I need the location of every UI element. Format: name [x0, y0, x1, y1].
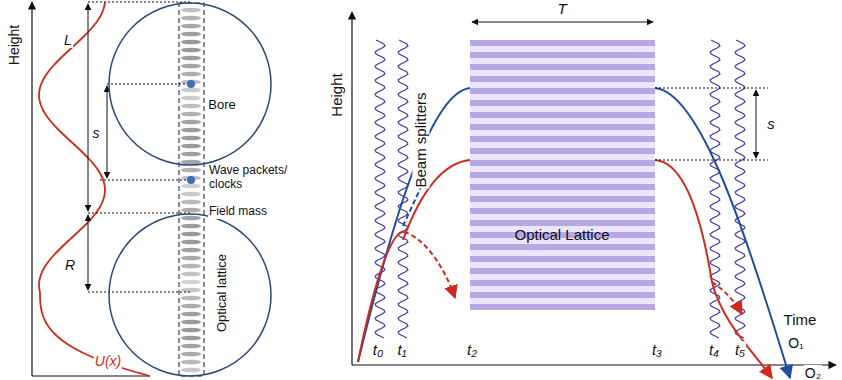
fringe: [181, 200, 201, 205]
fringe: [181, 32, 201, 37]
fringe: [181, 208, 201, 213]
fringe: [181, 128, 201, 133]
time-label: t₀: [372, 341, 385, 358]
dimension-label: L: [63, 32, 73, 48]
fringe: [181, 368, 201, 373]
dimension-label: R: [64, 257, 76, 273]
potential-curve: [39, 2, 150, 376]
region-label: Bore: [208, 98, 235, 113]
fringe: [181, 8, 201, 13]
dimension-arrow: [756, 90, 757, 158]
fringe: [181, 184, 201, 189]
axis-label: Height: [328, 72, 345, 117]
fringe: [181, 48, 201, 53]
fringe: [181, 88, 201, 93]
fringe: [181, 248, 201, 253]
fringe: [181, 168, 201, 173]
dimension-label: s: [766, 115, 776, 132]
axes: [352, 12, 836, 365]
lattice-circle: Optical lattice: [108, 213, 272, 377]
fringe: [181, 152, 201, 157]
fringe: [181, 40, 201, 45]
fringe: [181, 304, 201, 309]
dimension-label: s: [92, 125, 101, 141]
region-label: Optical lattice: [215, 254, 230, 332]
fringe: [181, 136, 201, 141]
fringe: [181, 120, 201, 125]
fringe: [181, 232, 201, 237]
bore-outline: [179, 3, 204, 376]
time-label: t₄: [708, 341, 720, 358]
axes: [32, 2, 150, 376]
duration-arrow: [472, 22, 653, 23]
fringe: [181, 360, 201, 365]
fringe: [181, 280, 201, 285]
fringe: [181, 240, 201, 245]
fringe: [181, 56, 201, 61]
time-label: t₂: [466, 341, 478, 358]
fringe: [181, 192, 201, 197]
time-label: t₃: [651, 341, 663, 358]
time-label: t₁: [397, 341, 408, 358]
fringe: [181, 328, 201, 333]
lattice-stripes: [470, 40, 655, 310]
fringe: [181, 256, 201, 261]
fringe: [181, 264, 201, 269]
fringe: [181, 160, 201, 165]
part-label: Beam splitters: [412, 91, 429, 188]
bore-circle: Bore: [108, 2, 272, 166]
wave-packet: [187, 176, 195, 184]
fringe: [181, 24, 201, 29]
output-port: O₁: [787, 335, 805, 351]
lattice-fringes: [181, 8, 201, 373]
time-label: t₅: [734, 341, 746, 358]
fringe: [181, 352, 201, 357]
fringe: [181, 96, 201, 101]
dimension-arrows: [88, 4, 107, 290]
beam-splitter-pulses: [375, 40, 745, 338]
dimension-label: T: [556, 0, 567, 17]
circle-outline: [108, 2, 272, 166]
potential-line: [39, 2, 150, 376]
fringe: [181, 216, 201, 221]
curve-label: U(x): [94, 353, 122, 369]
fringe: [181, 344, 201, 349]
fringe: [181, 64, 201, 69]
pulse-wave: [735, 40, 745, 338]
pulse-wave: [375, 40, 385, 338]
output-port: O₂: [804, 365, 822, 380]
fringe: [181, 144, 201, 149]
fringe: [181, 296, 201, 301]
axis-label: Height: [6, 24, 22, 66]
fringe: [181, 312, 201, 317]
circle-outline: [108, 213, 272, 377]
fringe: [181, 72, 201, 77]
fringe: [181, 16, 201, 21]
guide-lines: [655, 88, 768, 160]
axis-label: Time: [783, 311, 818, 328]
lattice-region: Optical Lattice: [470, 40, 655, 310]
fringe: [181, 272, 201, 277]
fringe: [181, 320, 201, 325]
part-label: Field mass: [208, 205, 268, 219]
region-label: Optical Lattice: [514, 226, 609, 243]
part-label: Wave packets/ clocks: [208, 164, 300, 192]
fringe: [181, 104, 201, 109]
fringe: [181, 224, 201, 229]
fringe: [181, 336, 201, 341]
wave-packet: [187, 80, 195, 88]
fringe: [181, 112, 201, 117]
